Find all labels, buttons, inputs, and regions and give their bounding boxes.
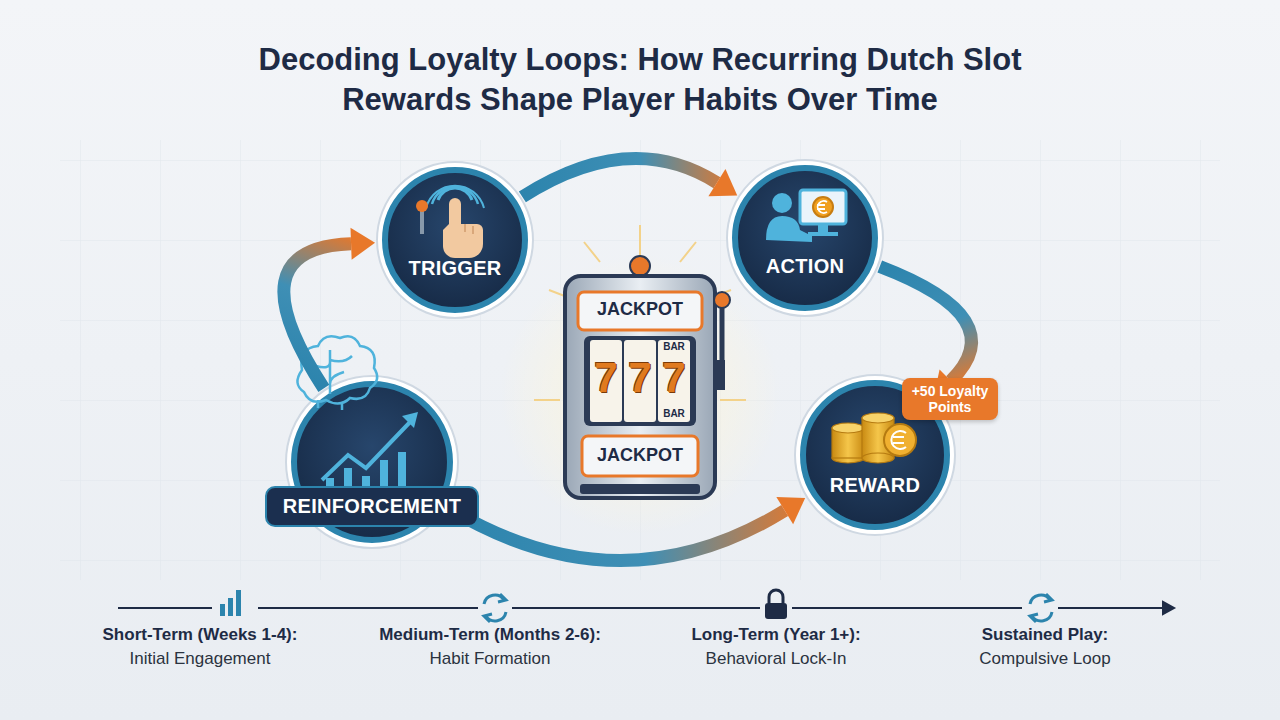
phase-heading: Short-Term (Weeks 1-4): <box>75 626 325 645</box>
reward-node: REWARD <box>803 383 947 527</box>
node-label: REINFORCEMENT <box>265 486 479 527</box>
phase-heading: Sustained Play: <box>935 626 1155 645</box>
arrow-shaft <box>447 508 784 561</box>
action-circle <box>727 160 883 316</box>
reel-symbol: 7 <box>624 355 656 401</box>
sign-text: JACKPOT <box>584 446 696 466</box>
trigger-node: TRIGGER <box>385 170 525 310</box>
loop-arrow <box>447 497 805 561</box>
timeline <box>118 602 1174 614</box>
arrow-head <box>708 169 737 196</box>
arrow-shaft <box>880 266 972 380</box>
phase-heading: Long-Term (Year 1+): <box>651 626 901 645</box>
reinforcement-node: REINFORCEMENT <box>294 384 450 540</box>
phase-heading: Medium-Term (Months 2-6): <box>355 626 625 645</box>
grid <box>60 140 1220 580</box>
reel-symbol: BAR <box>658 341 690 352</box>
trigger-circle <box>377 162 533 318</box>
lock-icon <box>765 590 787 619</box>
node-label: REWARD <box>830 474 921 497</box>
phase-text: Habit Formation <box>355 650 625 669</box>
action-node: ACTION <box>735 168 875 308</box>
arrow-shaft <box>284 244 351 389</box>
cycle-icon <box>1030 594 1052 622</box>
cycle-icon <box>484 594 506 622</box>
sign-text: JACKPOT <box>581 300 699 320</box>
arrow-head <box>776 497 805 524</box>
diagram-title: Decoding Loyalty Loops: How Recurring Du… <box>190 40 1090 121</box>
phase-text: Behavioral Lock-In <box>651 650 901 669</box>
slot-machine <box>500 225 780 535</box>
phase-text: Initial Engagement <box>75 650 325 669</box>
bars-icon <box>220 590 241 616</box>
points-badge: +50 Loyalty Points <box>902 378 998 420</box>
node-label: ACTION <box>766 255 844 278</box>
loop-arrow <box>522 158 737 196</box>
arrow-shaft <box>522 158 717 196</box>
reel-symbol: 7 <box>590 355 622 401</box>
badge-text: +50 Loyalty Points <box>911 383 989 415</box>
loop-arrow <box>284 228 375 389</box>
reel-symbol: 7 <box>658 355 690 401</box>
phase-text: Compulsive Loop <box>935 650 1155 669</box>
reel-symbol: BAR <box>658 408 690 419</box>
node-label: TRIGGER <box>408 257 501 280</box>
arrow-head <box>350 228 375 260</box>
